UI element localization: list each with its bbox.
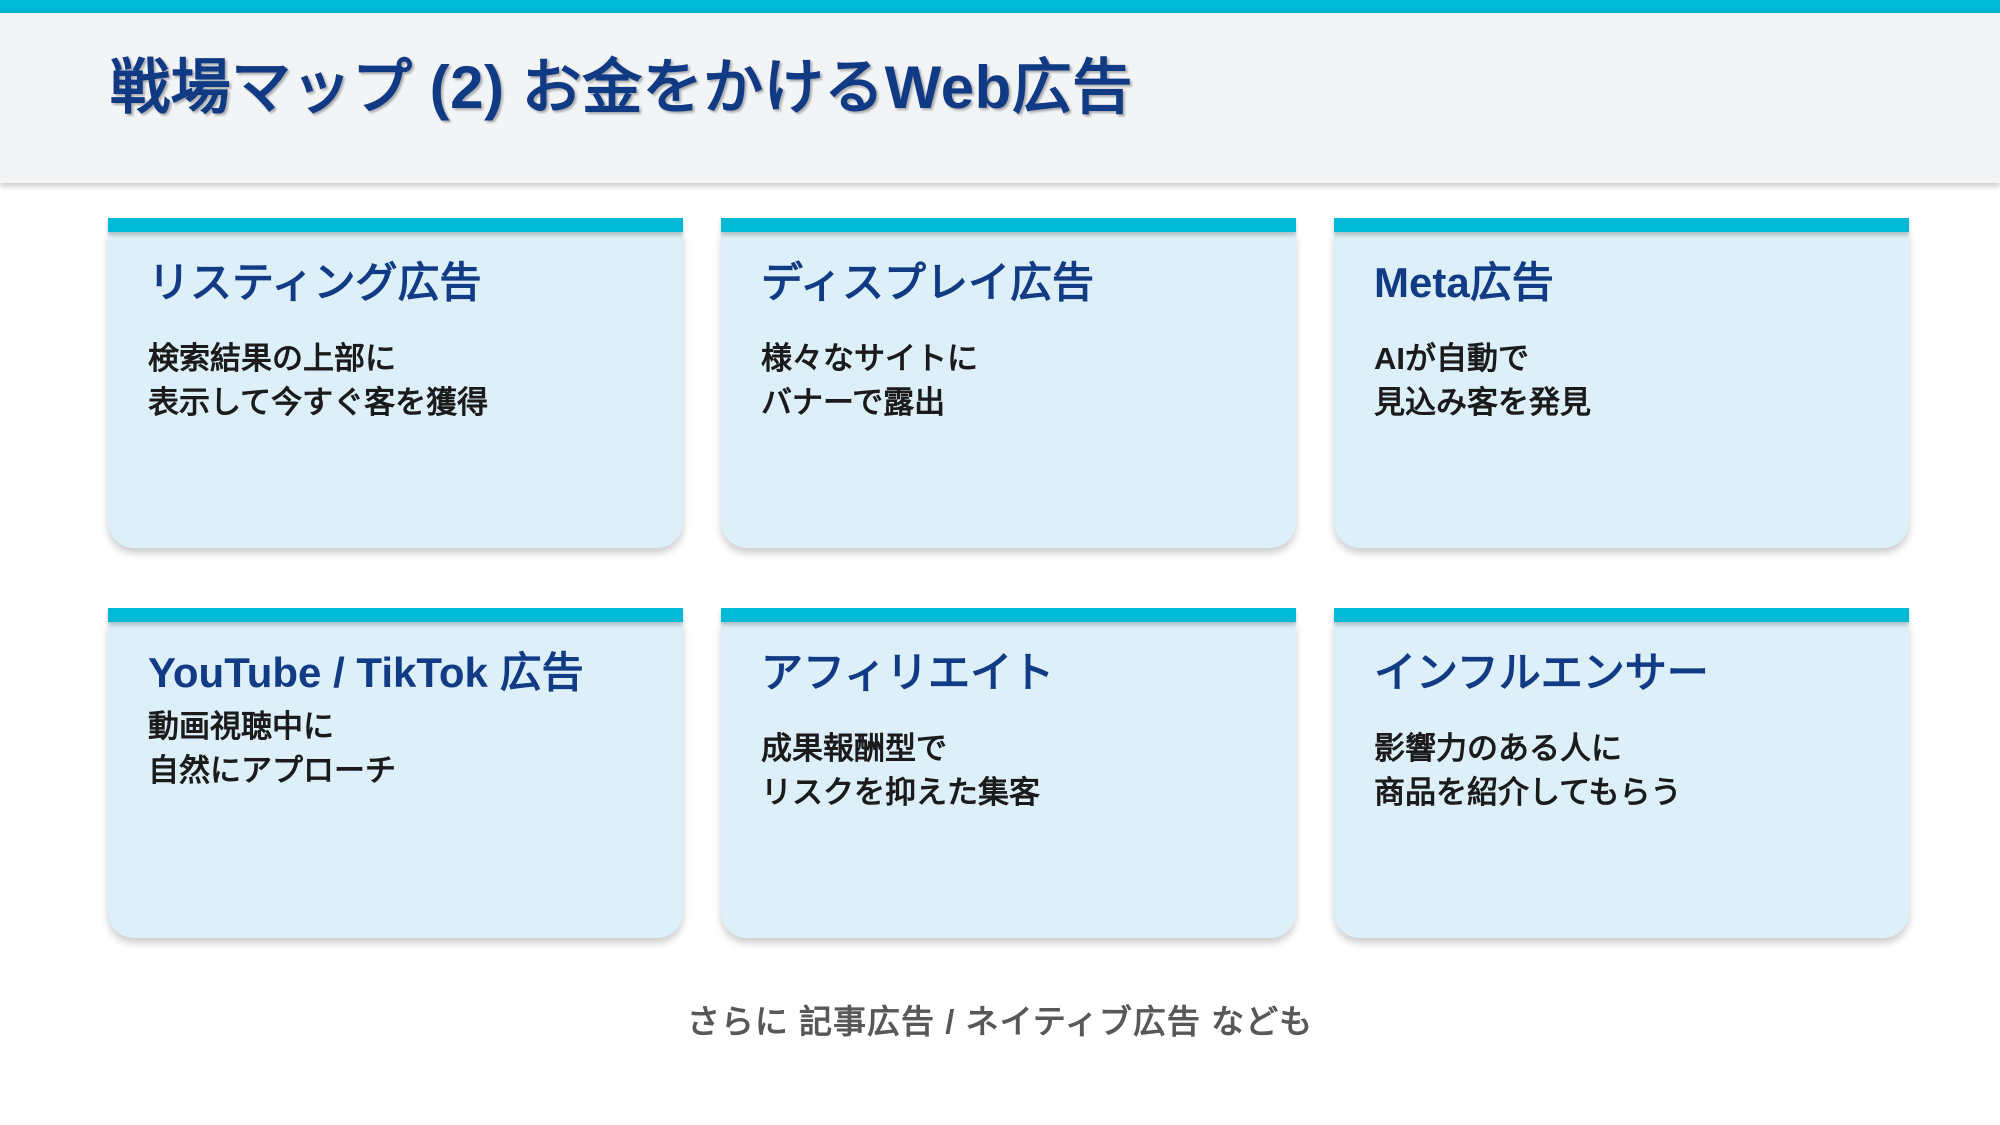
card-accent-bar [108,218,683,232]
card-body: Meta広告 AIが自動で 見込み客を発見 [1334,232,1909,548]
card-description: AIが自動で 見込み客を発見 [1374,341,1591,421]
card-accent-bar [721,608,1296,622]
card-body: ディスプレイ広告 様々なサイトに バナーで露出 [721,232,1296,548]
card-title: YouTube / TikTok 広告 [148,649,584,696]
card-title: アフィリエイト [761,649,1055,696]
card-description: 成果報酬型で リスクを抑えた集客 [761,731,1040,811]
card-title: インフルエンサー [1374,649,1709,696]
card-description: 影響力のある人に 商品を紹介してもらう [1374,731,1682,811]
card-description: 検索結果の上部に 表示して今すぐ客を獲得 [148,341,489,421]
card-title: ディスプレイ広告 [761,259,1095,306]
card-title: Meta広告 [1374,259,1554,306]
card-body: インフルエンサー 影響力のある人に 商品を紹介してもらう [1334,622,1909,938]
slide-header-panel: 戦場マップ (2) お金をかけるWeb広告 [0,13,2000,183]
page-title: 戦場マップ (2) お金をかけるWeb広告 [110,54,1133,121]
card-accent-bar [1334,608,1909,622]
top-accent-bar [0,0,2000,13]
card-affiliate[interactable]: アフィリエイト 成果報酬型で リスクを抑えた集客 [721,608,1296,938]
card-description: 様々なサイトに バナーで露出 [761,341,978,421]
card-listing-ads[interactable]: リスティング広告 検索結果の上部に 表示して今すぐ客を獲得 [108,218,683,548]
card-influencer[interactable]: インフルエンサー 影響力のある人に 商品を紹介してもらう [1334,608,1909,938]
card-body: アフィリエイト 成果報酬型で リスクを抑えた集客 [721,622,1296,938]
card-body: YouTube / TikTok 広告 動画視聴中に 自然にアプローチ [108,622,683,938]
card-accent-bar [721,218,1296,232]
card-title: リスティング広告 [148,259,482,306]
card-youtube-tiktok-ads[interactable]: YouTube / TikTok 広告 動画視聴中に 自然にアプローチ [108,608,683,938]
card-meta-ads[interactable]: Meta広告 AIが自動で 見込み客を発見 [1334,218,1909,548]
footer-note: さらに 記事広告 / ネイティブ広告 なども [686,1003,1314,1040]
card-display-ads[interactable]: ディスプレイ広告 様々なサイトに バナーで露出 [721,218,1296,548]
card-accent-bar [1334,218,1909,232]
card-accent-bar [108,608,683,622]
ad-channel-card-grid: リスティング広告 検索結果の上部に 表示して今すぐ客を獲得 ディスプレイ広告 様… [108,218,1920,938]
card-body: リスティング広告 検索結果の上部に 表示して今すぐ客を獲得 [108,232,683,548]
card-description: 動画視聴中に 自然にアプローチ [148,709,396,789]
